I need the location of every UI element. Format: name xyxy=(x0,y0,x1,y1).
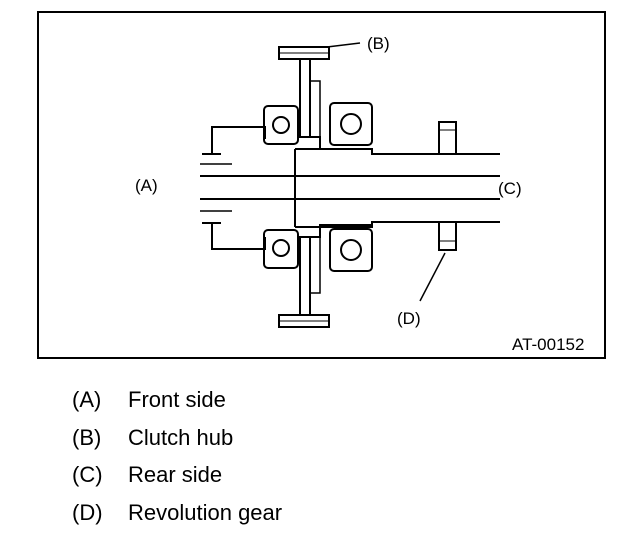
diagram-figure: (A) (B) (C) (D) AT-00152 xyxy=(37,11,606,359)
rear-shaft xyxy=(295,148,500,228)
callout-c: (C) xyxy=(498,179,522,198)
legend-key: (A) xyxy=(72,387,102,412)
legend-list: (A) Front side (B) Clutch hub (C) Rear side… xyxy=(72,385,282,535)
legend-item: (C) Rear side xyxy=(72,460,282,498)
leader-d xyxy=(419,252,446,302)
clutch-hub-upper xyxy=(278,46,372,150)
legend-item: (A) Front side xyxy=(72,385,282,423)
callout-a: (A) xyxy=(135,176,158,195)
leader-b xyxy=(326,42,361,48)
figure-frame xyxy=(37,11,606,359)
legend-item: (B) Clutch hub xyxy=(72,423,282,461)
front-bearing-lower xyxy=(263,229,299,269)
rear-bearing-lower xyxy=(329,228,373,272)
legend-key: (B) xyxy=(72,424,102,450)
rear-bearing-upper xyxy=(329,102,373,146)
legend-text: Clutch hub xyxy=(128,424,234,450)
legend-text: Front side xyxy=(128,387,226,412)
legend-key: (D) xyxy=(72,499,103,525)
legend-text: Rear side xyxy=(128,462,223,487)
legend-key: (C) xyxy=(72,462,103,487)
callout-d: (D) xyxy=(397,309,421,328)
revolution-gear xyxy=(438,121,457,251)
front-housing xyxy=(202,126,266,250)
figure-code: AT-00152 xyxy=(512,335,584,354)
front-bearing-upper xyxy=(263,105,299,145)
legend-text: Revolution gear xyxy=(128,499,283,525)
shaft xyxy=(200,149,500,227)
legend-item: (D) Revolution gear xyxy=(72,498,282,536)
clutch-hub-lower xyxy=(278,224,372,328)
callout-b: (B) xyxy=(367,34,390,53)
